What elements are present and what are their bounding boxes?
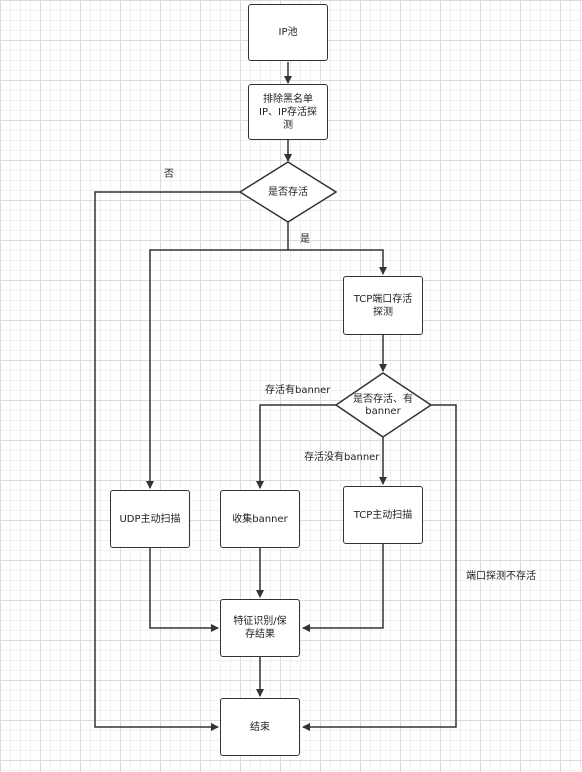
- node-udp-active-scan: UDP主动扫描: [110, 490, 190, 548]
- edge-banner-to-collect: [256, 404, 336, 489]
- node-alive-banner: 是否存活、有 banner: [353, 394, 413, 417]
- edge-udp-to-identify: [149, 548, 219, 632]
- label-yes: 是: [300, 234, 310, 245]
- edge-isalive-no-to-end: [94, 191, 240, 731]
- node-tcp-active-scan: TCP主动扫描: [343, 486, 423, 544]
- edge-tcpscan-to-identify: [302, 544, 384, 632]
- node-exclude-blacklist: 排除黑名单 IP、IP存活探 测: [248, 84, 328, 140]
- node-ip-pool: IP池: [248, 4, 328, 61]
- decision-alive-banner-shape: [334, 372, 433, 438]
- node-collect-banner: 收集banner: [220, 490, 300, 548]
- node-is-alive: 是否存活: [268, 186, 308, 198]
- node-identify-save: 特征识别/保 存结果: [220, 599, 300, 657]
- edge-yes-to-tcp-alive: [288, 249, 387, 275]
- decision-is-alive-shape: [238, 161, 338, 223]
- node-end: 结束: [220, 698, 300, 756]
- label-alive-with-banner: 存活有banner: [265, 385, 331, 396]
- label-port-not-alive: 端口探测不存活: [466, 571, 536, 582]
- node-tcp-port-alive-probe: TCP端口存活 探测: [343, 276, 423, 335]
- edge-yes-to-udp: [146, 249, 288, 489]
- label-no: 否: [164, 169, 174, 180]
- label-alive-without-banner: 存活没有banner: [304, 452, 380, 463]
- edge-notalive-to-end: [302, 404, 457, 731]
